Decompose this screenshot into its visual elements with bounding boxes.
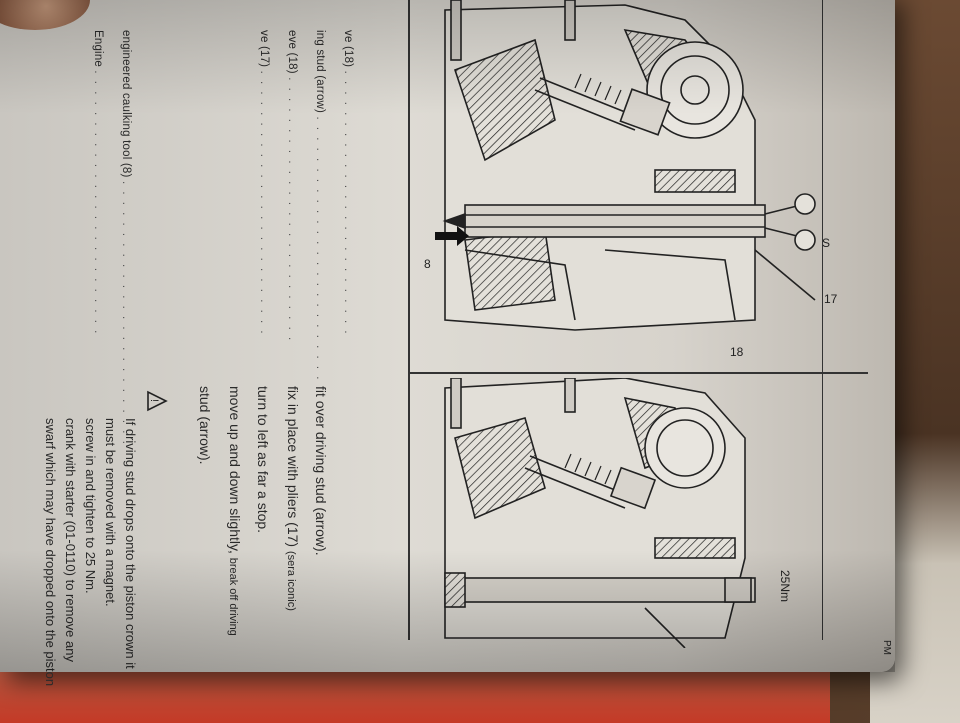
left-line-1: ve (18) . . . . . . . . . . . . . . . . …: [342, 30, 354, 336]
instruction-4: move up and down slightly, break off dri…: [227, 386, 243, 636]
figure-tool-inserted: [435, 0, 816, 331]
instruction-5: stud (arrow).: [197, 386, 213, 465]
right-rule: [822, 0, 823, 640]
warning-text: If driving stud drops onto the piston cr…: [40, 418, 140, 686]
figure-stud-driven: [444, 378, 756, 648]
instruction-3: turn to left as far a stop.: [255, 386, 271, 534]
label-ring-s: S: [822, 236, 831, 250]
left-line-6: engineered caulking tool (8) . . . . . .…: [120, 30, 132, 446]
left-line-3: eve (18) . . . . . . . . . . . . . . . .…: [286, 30, 298, 343]
left-line-7: Engine . . . . . . . . . . . . . . . . .…: [92, 30, 104, 336]
left-column-text-lower: engineered caulking tool (8) . . . . . .…: [84, 30, 140, 446]
warning-line-2: must be removed with a magnet.: [103, 418, 118, 607]
left-line-2: ing stud (arrow) . . . . . . . . . . . .…: [314, 30, 326, 382]
label-sleeve-18: 18: [730, 345, 744, 359]
instruction-2: fix in place with pliers (17) (sera icon…: [285, 386, 301, 611]
warning-triangle-icon: !: [147, 390, 168, 412]
instruction-1: fit over driving stud (arrow).: [313, 386, 329, 556]
column-divider-bottom: [408, 372, 868, 374]
warning-line-1: If driving stud drops onto the piston cr…: [123, 418, 138, 669]
warning-line-5: swarf which may have dropped onto the pi…: [43, 418, 58, 687]
left-line-4: ve (17) . . . . . . . . . . . . . . . . …: [258, 30, 270, 336]
warning-line-3: screw in and tighten to 25 Nm.: [83, 418, 98, 594]
left-column-text: ve (18) . . . . . . . . . . . . . . . . …: [250, 30, 362, 381]
column-divider-top: [408, 0, 410, 640]
page-reference: PM: [881, 640, 892, 655]
label-tool-8: 8: [424, 257, 431, 271]
warning-line-4: crank with starter (01-0110) to remove a…: [63, 418, 78, 662]
label-torque-25nm: 25Nm: [778, 570, 792, 603]
instruction-list: fit over driving stud (arrow). fix in pl…: [191, 386, 335, 636]
label-pliers-17: 17: [824, 292, 838, 306]
svg-text:!: !: [148, 399, 160, 402]
